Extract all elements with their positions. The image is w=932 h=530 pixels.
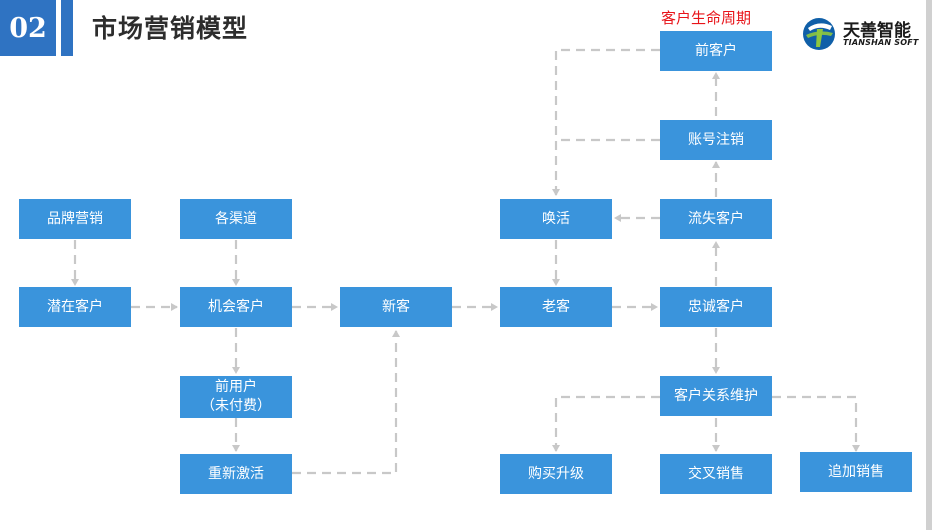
node-reactivate: 重新激活 <box>180 454 292 494</box>
connector-reactivate-to-new <box>292 330 400 475</box>
node-account-cancel: 账号注销 <box>660 120 772 160</box>
lifecycle-label: 客户生命周期 <box>661 9 752 27</box>
node-opportunity-customer: 机会客户 <box>180 287 292 327</box>
page-title: 市场营销模型 <box>92 14 249 43</box>
node-old-customer: 老客 <box>500 287 612 327</box>
node-pre-customer: 前客户 <box>660 31 772 71</box>
logo-name-en: TIANSHAN SOFT <box>843 38 919 47</box>
company-logo: 天善智能 TIANSHAN SOFT <box>800 16 930 52</box>
node-crm: 客户关系维护 <box>660 376 772 416</box>
node-purchase-upgrade: 购买升级 <box>500 454 612 494</box>
title-accent-bar <box>61 0 73 56</box>
node-new-customer: 新客 <box>340 287 452 327</box>
node-channels: 各渠道 <box>180 199 292 239</box>
connector-crm-to-upsell <box>772 395 860 452</box>
window-edge <box>926 0 932 530</box>
connector-crm-to-upgrade <box>552 395 660 452</box>
node-cross-sell: 交叉销售 <box>660 454 772 494</box>
node-brand-marketing: 品牌营销 <box>19 199 131 239</box>
section-number-badge: 02 <box>0 0 56 56</box>
node-potential-customer: 潜在客户 <box>19 287 131 327</box>
node-wake-up: 唤活 <box>500 199 612 239</box>
logo-mark-icon <box>803 18 835 50</box>
logo-name-cn: 天善智能 <box>843 21 911 41</box>
node-upsell: 追加销售 <box>800 452 912 492</box>
node-loyal-customer: 忠诚客户 <box>660 287 772 327</box>
node-pre-user: 前用户 （未付费） <box>180 376 292 418</box>
node-lost-customer: 流失客户 <box>660 199 772 239</box>
connector-precustomer-to-wake <box>552 48 660 196</box>
